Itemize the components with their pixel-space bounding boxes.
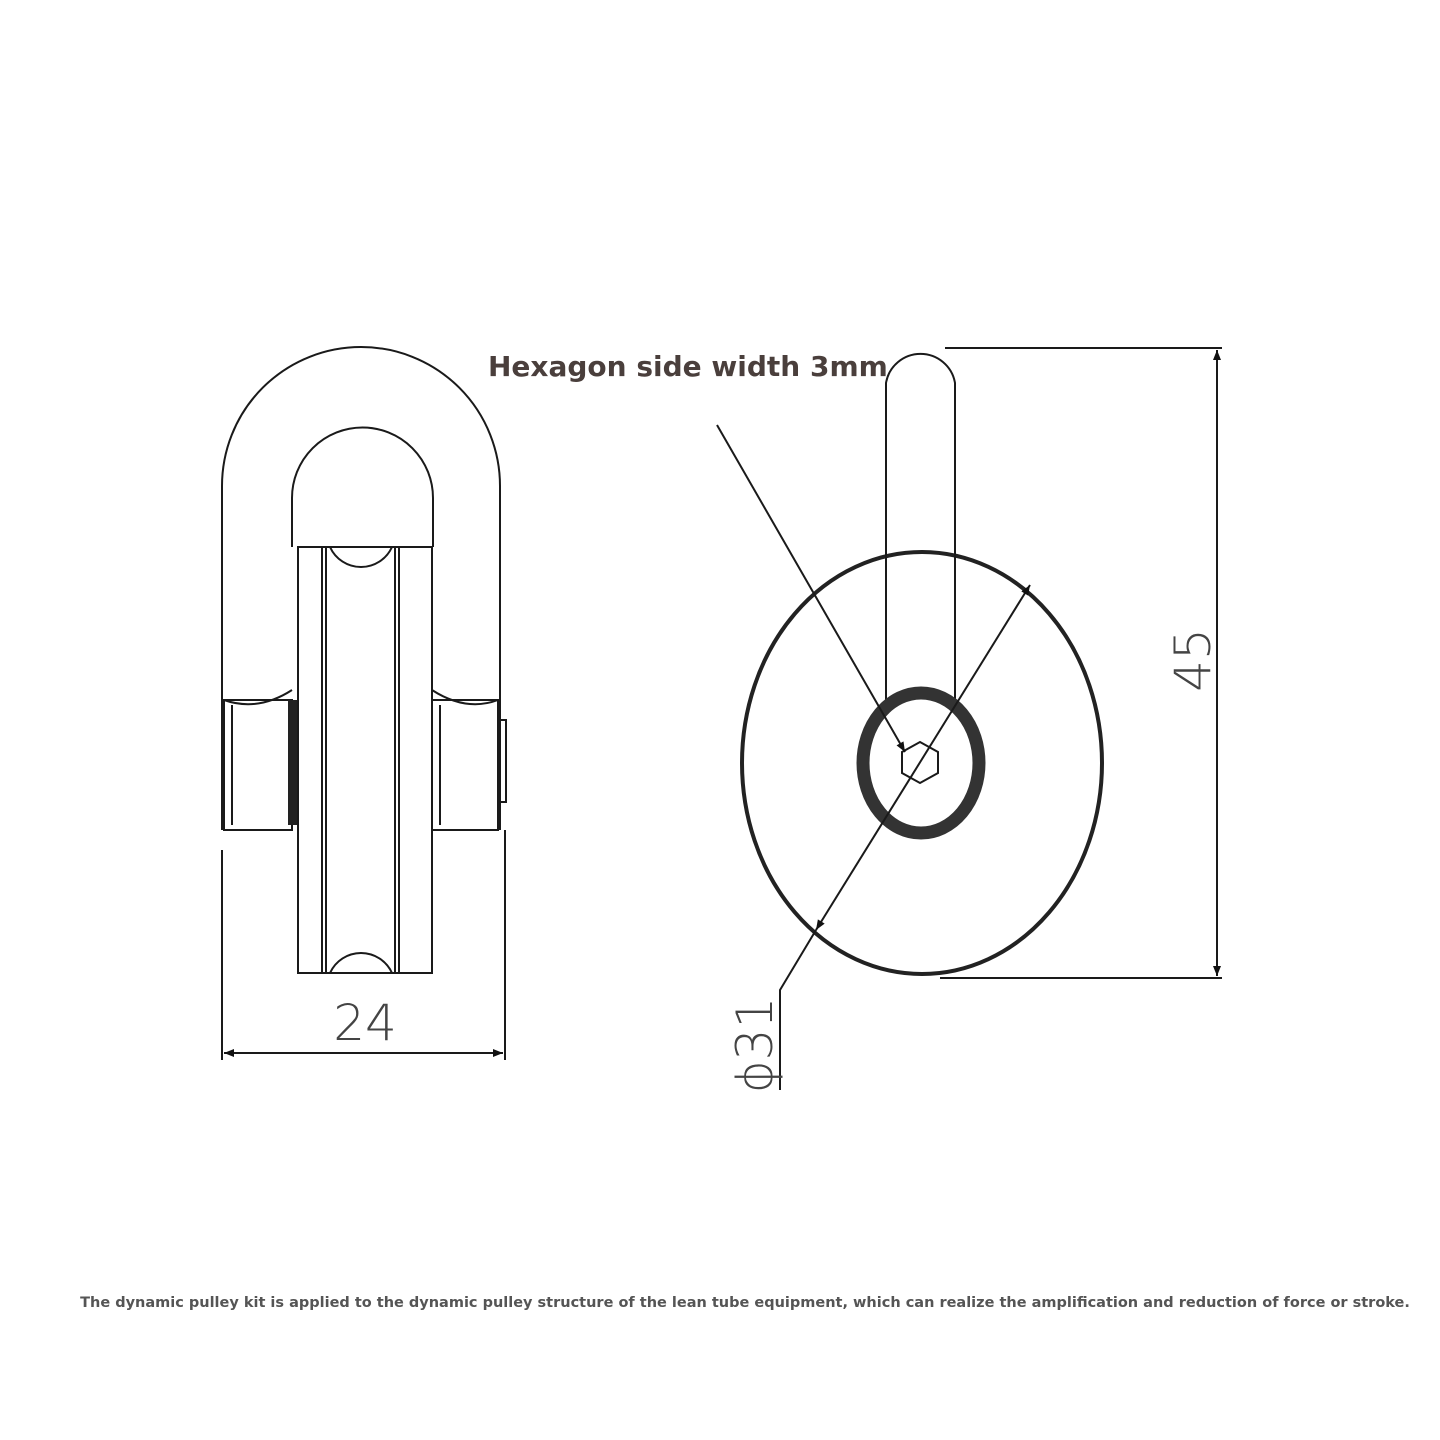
right-hub [431,699,499,831]
outer-bracket [221,346,501,830]
bracket-stem [885,352,956,700]
pulley-wheel [297,546,433,974]
side-view: ϕ31 45 [716,347,1222,1094]
diameter-label: ϕ31 [726,997,784,1094]
hexagon-annotation: Hexagon side width 3mm [488,350,888,383]
caption: The dynamic pulley kit is applied to the… [80,1295,1410,1311]
width-label: 24 [333,994,397,1052]
hub-ring [856,686,986,840]
wheel-outline [740,550,1104,976]
width-dimension: 24 [221,830,506,1060]
nut [497,719,507,803]
left-hub [223,699,293,831]
front-view: 24 [221,346,507,1060]
hexagon-leader [716,424,906,753]
height-dimension: 45 [940,347,1222,979]
diameter-dimension: ϕ31 [726,584,1031,1094]
height-label: 45 [1164,628,1222,692]
inner-bracket [291,426,434,547]
